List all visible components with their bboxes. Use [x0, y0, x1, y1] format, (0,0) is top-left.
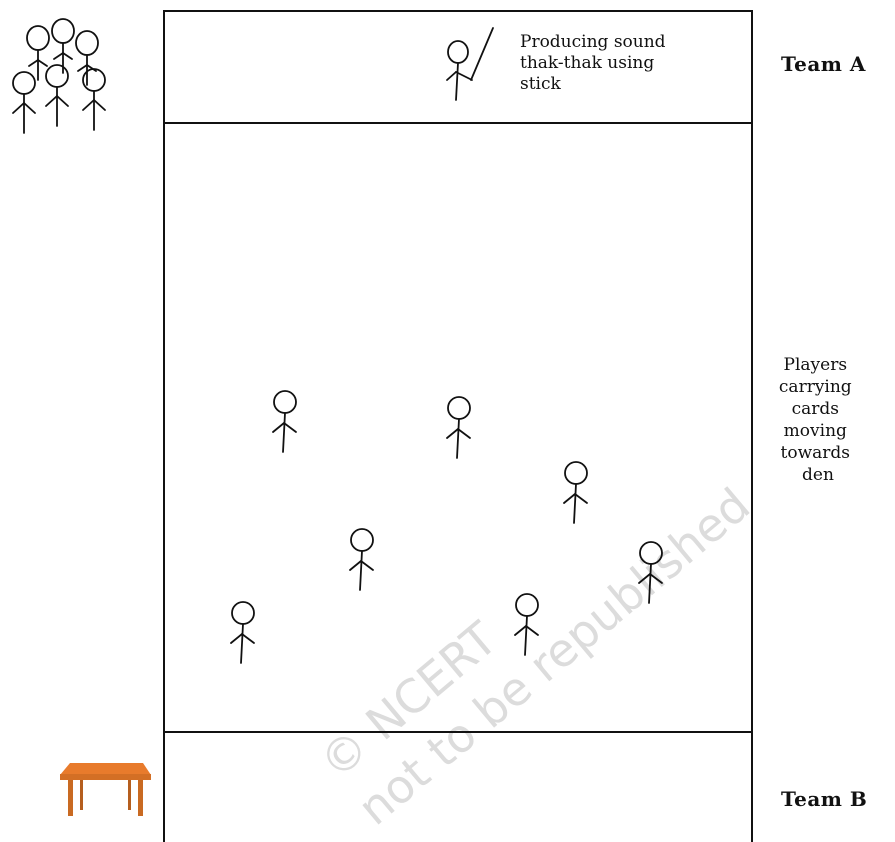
den-table-icon — [60, 763, 151, 816]
stick-caption-line-2: thak-thak using — [520, 53, 654, 73]
players-caption: Players carrying cards moving towards de… — [779, 355, 857, 485]
team-a-group-icon — [13, 19, 105, 133]
stick-caption-line-3: stick — [520, 74, 562, 94]
player-icon — [447, 397, 470, 458]
stick-player-icon — [447, 28, 493, 100]
players-caption-line-6: den — [802, 465, 834, 485]
players-caption-line-3: cards — [792, 399, 839, 419]
players-caption-line-5: towards — [781, 443, 851, 463]
players-caption-line-4: moving — [784, 421, 847, 441]
player-icon — [231, 602, 254, 663]
stick-caption: Producing sound thak-thak using stick — [520, 32, 671, 94]
watermark-line-2: not to be republished — [348, 477, 760, 835]
stick-caption-line-1: Producing sound — [520, 32, 666, 52]
players-caption-line-2: carrying — [779, 377, 852, 397]
team-b-label: Team B — [781, 787, 867, 811]
player-icon — [564, 462, 587, 523]
player-icon — [350, 529, 373, 590]
player-icon — [273, 391, 296, 452]
team-a-label: Team A — [781, 52, 866, 76]
players-caption-line-1: Players — [784, 355, 848, 375]
